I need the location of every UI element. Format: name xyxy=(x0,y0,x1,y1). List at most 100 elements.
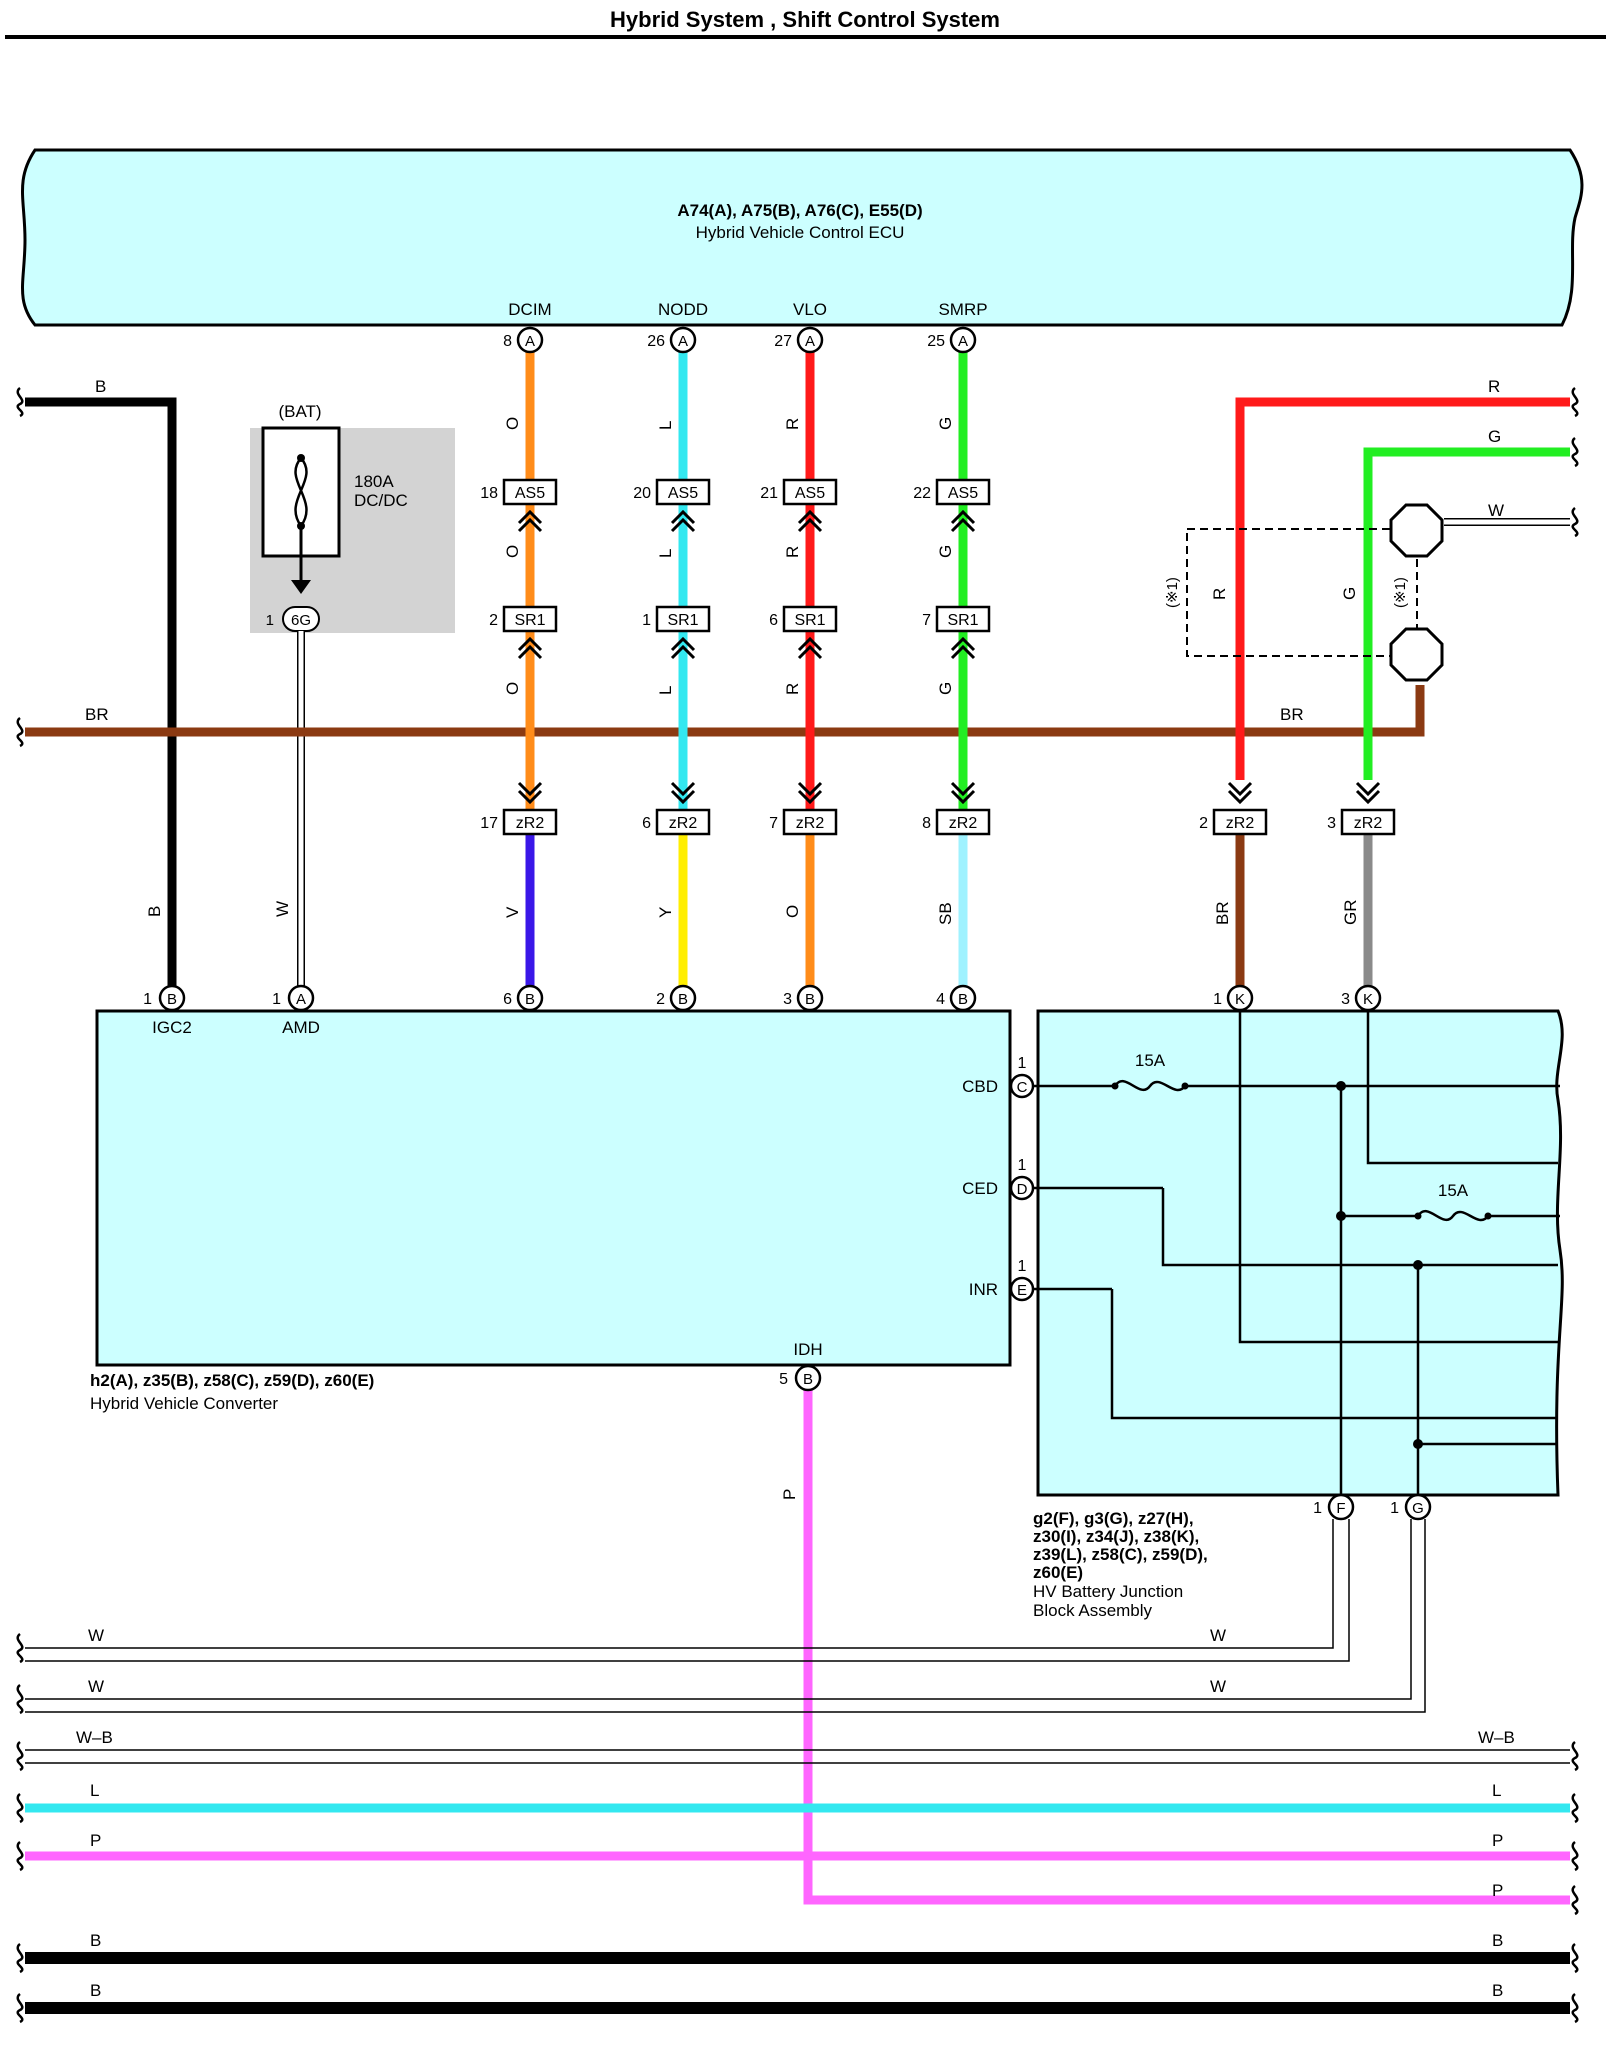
svg-text:1: 1 xyxy=(1213,991,1222,1008)
svg-text:B: B xyxy=(678,991,688,1008)
br-wire: BR BR xyxy=(25,685,1425,737)
ecu-terminal-dcim: DCIM xyxy=(508,300,551,319)
converter-connectors: h2(A), z35(B), z58(C), z59(D), z60(E) xyxy=(90,1371,374,1390)
wire-break-icon xyxy=(1571,437,1579,468)
connector-as5-name: AS5 xyxy=(795,485,825,502)
ecu-connectors: A74(A), A75(B), A76(C), E55(D) xyxy=(677,201,922,220)
ecu-terminal-nodd: NODD xyxy=(658,300,708,319)
connector-zr2: zR2 3 xyxy=(1327,808,1396,836)
bottom-w1-left: W xyxy=(88,1626,104,1645)
connector-sr1-pin: 2 xyxy=(489,612,498,629)
ecu-pin-smrp: A25 xyxy=(927,326,977,354)
connector-as5-name: AS5 xyxy=(515,485,545,502)
wire-break-icon xyxy=(1571,1793,1579,1824)
svg-text:K: K xyxy=(1235,991,1245,1008)
svg-text:B: B xyxy=(958,991,968,1008)
svg-text:3: 3 xyxy=(783,991,792,1008)
wire-break-icon xyxy=(16,1741,24,1772)
option-note-left: (※1) xyxy=(1164,577,1181,608)
wire-break-icon xyxy=(1571,387,1579,418)
svg-text:Block Assembly: Block Assembly xyxy=(1033,1601,1153,1620)
wire-break-icon xyxy=(16,1943,24,1974)
connector-as5-name: AS5 xyxy=(668,485,698,502)
wire-code-lower: GR xyxy=(1341,900,1360,926)
svg-text:W–B: W–B xyxy=(76,1728,113,1747)
wire-code-upper: G xyxy=(936,417,955,430)
connector-zr2-pin: 3 xyxy=(1327,815,1336,832)
svg-text:B: B xyxy=(167,991,177,1008)
wire-code-upper: O xyxy=(503,417,522,430)
jb-pin-k: K3 xyxy=(1341,984,1382,1012)
wire-code-low: O xyxy=(503,682,522,695)
page-title: Hybrid System , Shift Control System xyxy=(610,7,1000,32)
wire-code-lower: SB xyxy=(936,902,955,925)
wire-break-icon xyxy=(1571,1885,1579,1916)
svg-text:1: 1 xyxy=(272,991,281,1008)
connector-zr2-name: zR2 xyxy=(1354,815,1383,832)
g-input-label: G xyxy=(1488,427,1501,446)
wire-code-upper: L xyxy=(656,421,675,430)
converter-terminal-ced: CED 1 D xyxy=(962,1157,1035,1201)
svg-text:F: F xyxy=(1336,1500,1345,1517)
connector-zr2-name: zR2 xyxy=(1226,815,1255,832)
svg-text:B: B xyxy=(803,1371,813,1388)
connector-zr2-name: zR2 xyxy=(669,815,698,832)
svg-text:P: P xyxy=(1492,1881,1503,1900)
svg-text:IDH: IDH xyxy=(793,1340,822,1359)
r-input-wire xyxy=(1235,397,1570,780)
jb-terminal-g: 1 G xyxy=(1390,1493,1432,1521)
l-wire: L L xyxy=(25,1781,1570,1813)
converter-terminal-inr: INR 1 E xyxy=(969,1258,1035,1302)
fuse-15a-icon-2 xyxy=(1416,1209,1490,1222)
svg-text:25: 25 xyxy=(927,333,945,350)
p-pass-wire: P P P xyxy=(25,1831,1570,1900)
svg-text:A: A xyxy=(525,333,535,350)
chevron-up-icon xyxy=(517,636,543,660)
converter-name: Hybrid Vehicle Converter xyxy=(90,1394,278,1413)
p-wire: P xyxy=(780,1378,1570,1905)
arrow-down-icon xyxy=(291,580,311,594)
converter-pin-nodd: B2 xyxy=(656,984,697,1012)
junction-internal-wiring xyxy=(1033,1011,1560,1500)
svg-text:A: A xyxy=(805,333,815,350)
wire-break-icon xyxy=(16,1633,24,1664)
svg-text:1: 1 xyxy=(1390,1500,1399,1517)
svg-text:z39(L), z58(C), z59(D),: z39(L), z58(C), z59(D), xyxy=(1033,1545,1208,1564)
fuse-connector: 6G xyxy=(291,612,311,629)
wire-break-icon xyxy=(16,1793,24,1824)
signal-wire-dcim: OOOVA8AS518SR12zR217B6DCIM xyxy=(480,326,558,1037)
converter-terminal-igc2: B 1 IGC2 xyxy=(143,984,192,1037)
connector-sr1-name: SR1 xyxy=(514,612,545,629)
wire-code-mid: L xyxy=(656,549,675,558)
svg-text:1: 1 xyxy=(1018,1258,1027,1275)
svg-text:INR: INR xyxy=(969,1280,998,1299)
svg-text:K: K xyxy=(1363,991,1373,1008)
fuse-rating: 180A xyxy=(354,472,394,491)
g-input-wire xyxy=(1363,447,1570,780)
connector-as5-pin: 21 xyxy=(760,485,778,502)
svg-text:HV Battery Junction: HV Battery Junction xyxy=(1033,1582,1183,1601)
wire-break-icon xyxy=(16,1993,24,2024)
svg-text:B: B xyxy=(90,1981,101,2000)
wire-code-mid: R xyxy=(783,546,802,558)
signal-wires: OOOVA8AS518SR12zR217B6DCIMLLLYA26AS520SR… xyxy=(480,326,1396,1037)
ecu-pin-nodd: A26 xyxy=(647,326,697,354)
wire-break-icon xyxy=(16,387,24,418)
br-wire-right-label: BR xyxy=(1280,705,1304,724)
dcdc-fuse-box: (BAT) 180A DC/DC 1 6G xyxy=(250,402,455,633)
chevron-up-icon xyxy=(517,509,543,533)
chevron-up-icon xyxy=(797,509,823,533)
svg-text:CED: CED xyxy=(962,1179,998,1198)
bottom-w-wires xyxy=(25,1519,1426,1713)
fuse1-rating: 15A xyxy=(1135,1051,1166,1070)
connector-sr1-name: SR1 xyxy=(794,612,825,629)
chevron-down-icon xyxy=(1227,781,1253,805)
